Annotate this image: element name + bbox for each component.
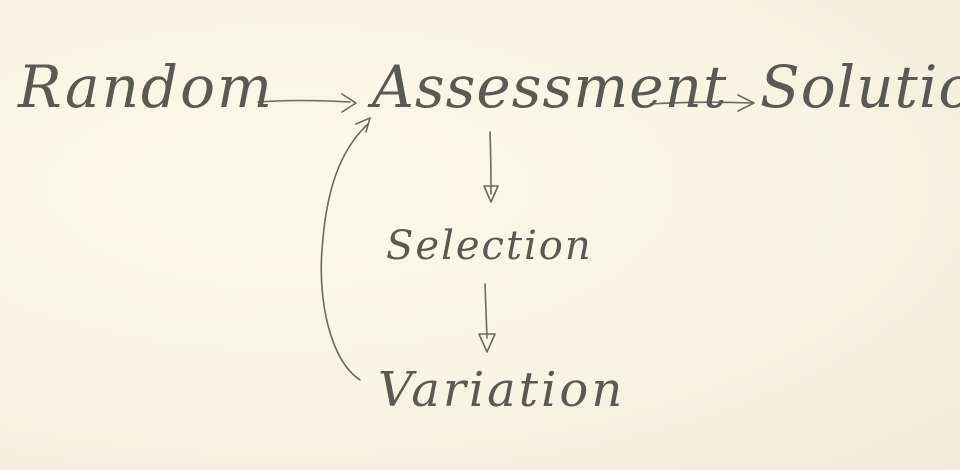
- node-selection: Selection: [386, 223, 593, 269]
- edge-assessment-to-selection: [489, 131, 492, 195]
- arrowhead-selection-to-variation: [478, 333, 496, 353]
- edge-selection-to-variation: [484, 283, 488, 339]
- arrowhead-assessment-to-selection: [483, 185, 499, 203]
- arrowhead-assessment-to-solution: [737, 94, 755, 112]
- node-solution: Solution: [760, 53, 960, 121]
- edge-variation-to-assessment: [320, 123, 369, 381]
- node-variation: Variation: [378, 362, 626, 418]
- arrowhead-variation-to-assessment: [355, 117, 371, 133]
- node-random: Random: [18, 53, 274, 121]
- node-assessment: Assessment: [372, 53, 728, 121]
- arrowhead-random-to-assessment: [341, 93, 357, 113]
